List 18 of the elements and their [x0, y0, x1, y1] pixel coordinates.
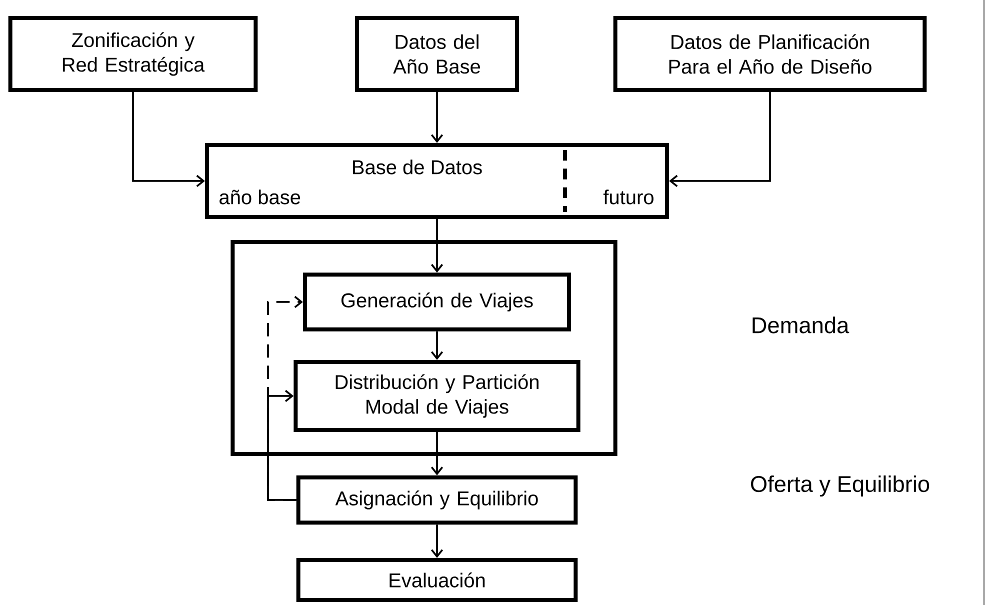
input-box: Datos de Planificación Para el Año de Diseño [613, 16, 927, 92]
process-box: Evaluación [296, 558, 578, 602]
database-box: Base de Datos año base futuro [205, 143, 669, 219]
stage-label: Oferta y Equilibrio [751, 475, 930, 497]
arrow [669, 92, 771, 188]
input-box: Zonificación y Red Estratégica [8, 16, 258, 92]
arrow [267, 390, 296, 501]
input-box: Datos del Año Base [355, 16, 519, 92]
process-box: Generación de Viajes [303, 272, 571, 332]
process-box: Distribución y Partición Modal de Viajes [294, 360, 580, 432]
process-box: Asignación y Equilibrio [296, 475, 578, 525]
arrow [430, 432, 444, 476]
arrow [430, 219, 444, 273]
arrow [430, 524, 444, 558]
arrow [430, 331, 444, 360]
arrow [132, 92, 205, 188]
stage-label: Demanda [752, 316, 850, 334]
arrow [430, 92, 444, 143]
